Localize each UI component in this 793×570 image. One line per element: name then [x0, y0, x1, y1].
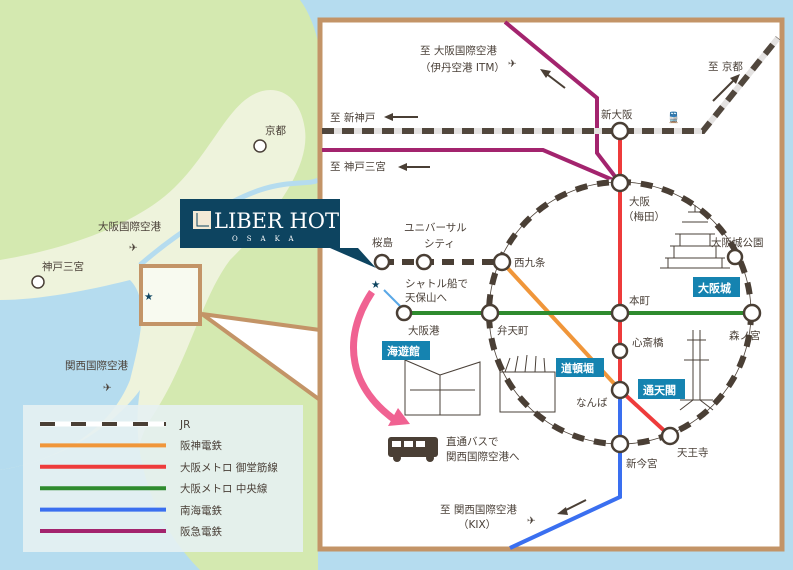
landmarks: 大阪城 通天閣 道頓堀 海遊館	[382, 205, 740, 416]
label-honmachi: 本町	[629, 294, 650, 307]
stations	[373, 121, 762, 454]
kaiyukan-illustration	[404, 359, 481, 416]
place-label: 神戸三宮	[42, 260, 84, 273]
tag-dotonbori: 道頓堀	[561, 361, 594, 375]
label-bentencho: 弁天町	[497, 324, 529, 337]
shuttle-arrow	[383, 289, 401, 307]
airplane-icon: ✈	[508, 58, 517, 70]
zoom-area-box	[139, 264, 202, 326]
dir-kix-sub: （KIX）	[458, 519, 496, 531]
pink-arrowhead	[388, 408, 410, 426]
label-umeda: （梅田）	[623, 210, 665, 223]
line-nankai	[509, 390, 622, 550]
station-osakako[interactable]	[395, 304, 413, 322]
dir-itami: 至 大阪国際空港	[420, 44, 497, 57]
tsutenkaku-illustration	[679, 330, 714, 411]
label-nishikujo: 西九条	[514, 256, 546, 269]
bus-note-2: 関西国際空港へ	[446, 450, 520, 463]
label-city: シティ	[424, 238, 455, 250]
bus-note: 直通バスで	[446, 435, 499, 448]
place-label: 大阪国際空港	[98, 220, 161, 233]
station-namba[interactable]	[610, 380, 630, 400]
station-shinsaibashi[interactable]	[611, 342, 629, 360]
label-morinomiya: 森ノ宮	[729, 329, 761, 342]
label-shin-imamiya: 新今宮	[626, 457, 658, 470]
osaka-castle-illustration	[660, 205, 730, 269]
label-osaka: 大阪	[629, 195, 650, 208]
legend-label-chuo: 大阪メトロ 中央線	[180, 482, 268, 495]
legend-label-hanshin: 阪神電鉄	[180, 439, 222, 452]
airplane-icon: ✈	[129, 242, 138, 254]
label-universal: ユニバーサル	[404, 222, 467, 234]
station-tennoji[interactable]	[660, 426, 680, 446]
shinkansen-train-icon: 🚆	[667, 111, 680, 124]
station-shin-osaka[interactable]	[610, 121, 630, 141]
legend-label-nankai: 南海電鉄	[180, 504, 222, 517]
dir-kobe-sannomiya: 至 神戸三宮	[330, 160, 386, 173]
legend-label-hankyu: 阪急電鉄	[180, 525, 222, 538]
directions: 至 大阪国際空港 （伊丹空港 ITM） ✈ 至 新神戸 至 神戸三宮 至 京都 …	[330, 44, 743, 531]
station-honmachi[interactable]	[610, 303, 630, 323]
station-morinomiya[interactable]	[742, 303, 762, 323]
airplane-icon: ✈	[527, 515, 536, 527]
label-sakurajima: 桜島	[372, 236, 393, 249]
hotel-marker[interactable]: LIBER HOTEL OSAKA ★	[180, 199, 380, 291]
label-shin-osaka: 新大阪	[601, 108, 633, 121]
notes: シャトル船で 天保山へ 直通バスで 関西国際空港へ	[388, 277, 520, 463]
label-osakajo-koen: 大阪城公園	[711, 236, 764, 249]
station-nishikujo[interactable]	[492, 252, 512, 272]
hotel-logo-icon	[193, 211, 211, 229]
station-universal-city[interactable]	[415, 253, 433, 271]
hotel-star-icon: ★	[144, 291, 153, 303]
shuttle-note-2: 天保山へ	[405, 291, 447, 304]
line-hankyu-itami	[503, 20, 622, 185]
label-shinsaibashi: 心斎橋	[632, 336, 664, 349]
tag-osaka-castle: 大阪城	[698, 281, 731, 295]
legend: JR 阪神電鉄 大阪メトロ 御堂筋線 大阪メトロ 中央線 南海電鉄 阪急電鉄	[23, 405, 303, 552]
tag-kaiyukan: 海遊館	[387, 344, 420, 358]
dotonbori-illustration	[499, 354, 556, 413]
label-tennoji: 天王寺	[677, 447, 709, 459]
place-label: 関西国際空港	[65, 359, 128, 372]
place-itami-airport: 大阪国際空港 ✈	[98, 220, 161, 254]
station-bentencho[interactable]	[480, 303, 500, 323]
label-namba: なんば	[576, 397, 608, 409]
label-osakako: 大阪港	[408, 324, 440, 337]
station-labels: 新大阪 🚆 大阪 （梅田） 大阪城公園 ユニバーサル シティ 桜島 西九条 本町…	[372, 108, 764, 470]
shuttle-note: シャトル船で	[405, 277, 468, 290]
station-osakajo-koen[interactable]	[726, 248, 744, 266]
dir-itami-sub: （伊丹空港 ITM）	[420, 61, 505, 74]
tag-tsutenkaku: 通天閣	[643, 384, 676, 397]
place-label: 京都	[265, 124, 286, 137]
bus-icon	[388, 437, 438, 462]
arrow-icon	[712, 77, 737, 102]
hotel-city: OSAKA	[232, 235, 303, 243]
dir-shinkobe: 至 新神戸	[330, 111, 375, 124]
station-osaka[interactable]	[610, 173, 630, 193]
hotel-name: LIBER HOTEL	[214, 209, 368, 233]
line-hankyu-kobe	[322, 148, 621, 185]
dir-kix: 至 関西国際空港	[440, 503, 517, 516]
station-shin-imamiya[interactable]	[610, 434, 630, 454]
station-sakurajima[interactable]	[373, 253, 391, 271]
place-kix: 関西国際空港 ✈	[65, 359, 128, 394]
bus-route-arrow	[349, 290, 400, 425]
place-kobe-sannomiya: 神戸三宮	[31, 260, 84, 289]
place-kyoto: 京都	[253, 124, 286, 153]
legend-label-jr: JR	[179, 419, 190, 431]
legend-label-midosuji: 大阪メトロ 御堂筋線	[180, 461, 278, 474]
hotel-star-icon: ★	[371, 279, 380, 291]
dir-kyoto: 至 京都	[708, 60, 743, 73]
airplane-icon: ✈	[103, 382, 112, 394]
